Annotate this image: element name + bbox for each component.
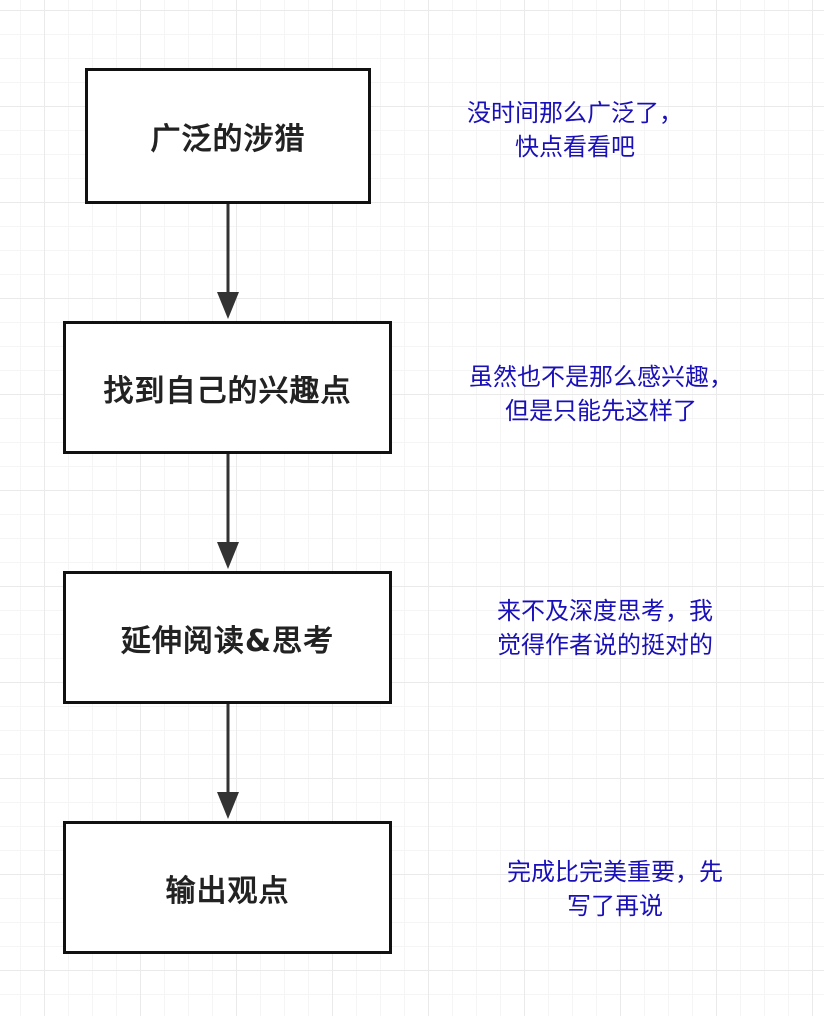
annotation-line: 写了再说 bbox=[567, 892, 663, 920]
flow-step-extended-reading[interactable]: 延伸阅读&思考 bbox=[63, 571, 392, 704]
arrow-1-to-2 bbox=[217, 204, 239, 319]
flow-step-label: 输出观点 bbox=[165, 873, 290, 909]
annotation-line: 觉得作者说的挺对的 bbox=[497, 631, 713, 659]
annotation-note: 来不及深度思考，我 觉得作者说的挺对的 bbox=[465, 594, 745, 662]
flow-step-label: 广泛的涉猎 bbox=[150, 122, 306, 157]
flow-step-label: 找到自己的兴趣点 bbox=[103, 373, 352, 409]
flow-step-output-views[interactable]: 输出观点 bbox=[63, 821, 392, 954]
annotation-line: 虽然也不是那么感兴趣， bbox=[469, 363, 733, 391]
annotation-line: 完成比完美重要，先 bbox=[507, 858, 723, 886]
arrow-2-to-3 bbox=[217, 454, 239, 569]
arrow-3-to-4 bbox=[217, 704, 239, 819]
annotation-line: 快点看看吧 bbox=[515, 133, 635, 161]
flow-step-find-interest[interactable]: 找到自己的兴趣点 bbox=[63, 321, 392, 454]
annotation-note: 没时间那么广泛了， 快点看看吧 bbox=[440, 96, 710, 164]
annotation-line: 来不及深度思考，我 bbox=[497, 597, 713, 625]
annotation-note: 虽然也不是那么感兴趣， 但是只能先这样了 bbox=[440, 360, 762, 428]
annotation-note: 完成比完美重要，先 写了再说 bbox=[470, 855, 760, 923]
annotation-line: 但是只能先这样了 bbox=[505, 397, 697, 425]
flow-step-label: 延伸阅读&思考 bbox=[120, 623, 335, 659]
annotation-line: 没时间那么广泛了， bbox=[467, 99, 683, 127]
flow-step-broad-reading[interactable]: 广泛的涉猎 bbox=[85, 68, 371, 204]
